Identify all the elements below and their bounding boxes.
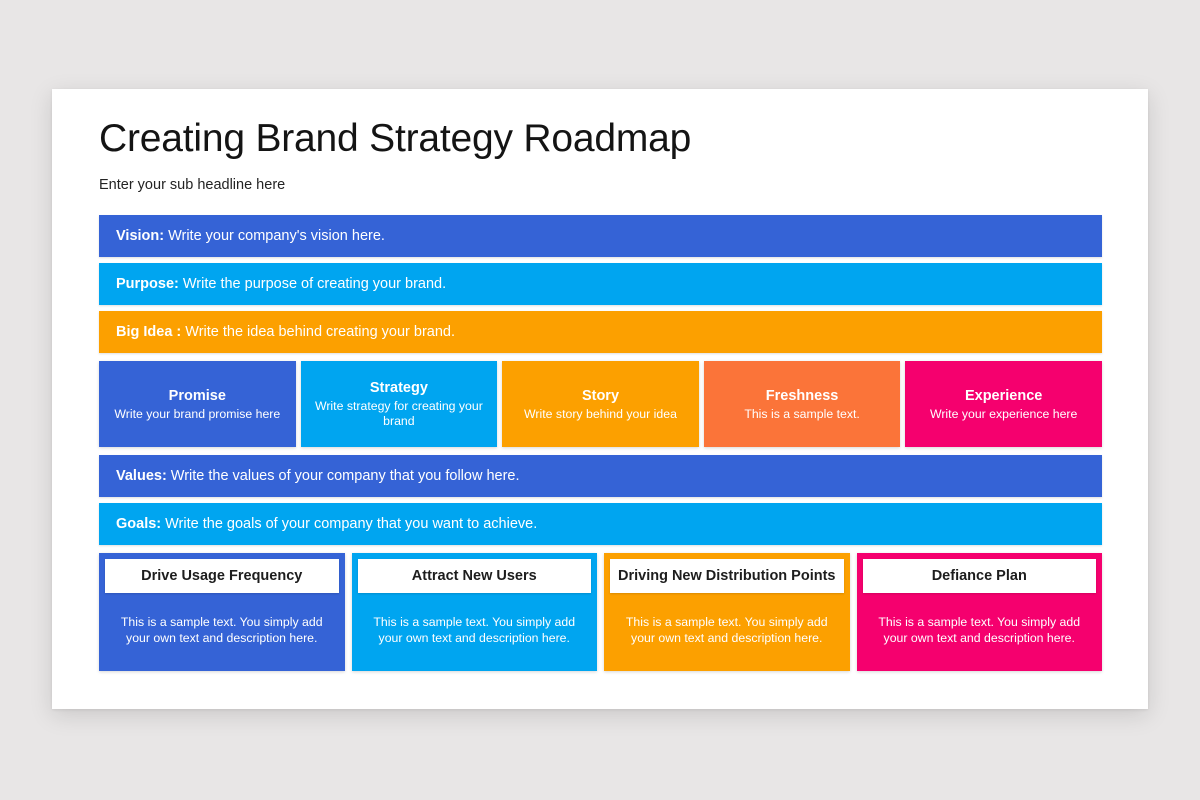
outcome-drive-usage-frequency-title: Drive Usage Frequency — [105, 559, 339, 593]
outcome-driving-new-distribution-points-body: This is a sample text. You simply add yo… — [625, 615, 828, 645]
outcome-card-defiance-plan[interactable]: Defiance Plan This is a sample text. You… — [856, 553, 1102, 671]
bottom-bars-group: Values: Write the values of your company… — [99, 455, 1102, 545]
bar-goals[interactable]: Goals: Write the goals of your company t… — [99, 503, 1102, 545]
slide-canvas: Creating Brand Strategy Roadmap Enter yo… — [52, 89, 1148, 709]
bar-goals-key: Goals: — [116, 516, 162, 532]
bar-purpose-text: Write the purpose of creating your brand… — [182, 276, 447, 292]
bar-goals-text: Write the goals of your company that you… — [165, 516, 538, 532]
bar-values-key: Values: — [116, 468, 167, 484]
bar-vision-key: Vision: — [116, 228, 165, 244]
outcome-cards-group: Drive Usage Frequency This is a sample t… — [99, 553, 1102, 671]
pillar-strategy-title: Strategy — [369, 380, 428, 396]
outcome-card-attract-new-users[interactable]: Attract New Users This is a sample text.… — [351, 553, 597, 671]
bar-big-idea-key: Big Idea : — [116, 324, 182, 340]
pillar-freshness-desc: This is a sample text. — [744, 406, 860, 421]
page-subtitle: Enter your sub headline here — [99, 177, 286, 193]
pillar-strategy-desc: Write strategy for creating your brand — [314, 399, 483, 428]
pillar-freshness-title: Freshness — [765, 387, 839, 404]
pillar-card-promise[interactable]: Promise Write your brand promise here — [99, 361, 296, 447]
pillar-card-freshness[interactable]: Freshness This is a sample text. — [703, 361, 901, 447]
pillar-story-desc: Write story behind your idea — [524, 406, 677, 421]
top-bars-group: Vision: Write your company's vision here… — [99, 215, 1102, 353]
outcome-attract-new-users-title: Attract New Users — [357, 559, 591, 593]
pillar-card-strategy[interactable]: Strategy Write strategy for creating you… — [300, 361, 498, 447]
pillar-card-experience[interactable]: Experience Write your experience here — [905, 361, 1102, 447]
pillar-experience-title: Experience — [964, 387, 1043, 404]
outcome-driving-new-distribution-points-title: Driving New Distribution Points — [610, 559, 844, 593]
pillar-story-title: Story — [581, 387, 620, 404]
bar-purpose-key: Purpose: — [116, 276, 179, 292]
outcome-card-drive-usage-frequency[interactable]: Drive Usage Frequency This is a sample t… — [99, 553, 345, 671]
outcome-defiance-plan-body: This is a sample text. You simply add yo… — [878, 615, 1081, 645]
pillar-promise-title: Promise — [168, 387, 226, 404]
outcome-defiance-plan-title: Defiance Plan — [862, 559, 1096, 593]
bar-big-idea-text: Write the idea behind creating your bran… — [185, 324, 456, 340]
outcome-card-driving-new-distribution-points[interactable]: Driving New Distribution Points This is … — [604, 553, 850, 671]
bar-values[interactable]: Values: Write the values of your company… — [99, 455, 1102, 497]
outcome-attract-new-users-body: This is a sample text. You simply add yo… — [373, 615, 576, 645]
bar-values-text: Write the values of your company that yo… — [170, 468, 520, 484]
bar-big-idea[interactable]: Big Idea : Write the idea behind creatin… — [99, 311, 1102, 353]
slide-header: Creating Brand Strategy Roadmap Enter yo… — [99, 115, 1099, 195]
pillar-promise-desc: Write your brand promise here — [114, 406, 281, 421]
bar-vision[interactable]: Vision: Write your company's vision here… — [99, 215, 1102, 257]
outcome-drive-usage-frequency-body: This is a sample text. You simply add yo… — [120, 615, 323, 645]
page-title: Creating Brand Strategy Roadmap — [99, 117, 692, 160]
pillar-cards-group: Promise Write your brand promise here St… — [99, 361, 1102, 447]
pillar-card-story[interactable]: Story Write story behind your idea — [502, 361, 699, 447]
pillar-experience-desc: Write your experience here — [929, 406, 1078, 421]
bar-vision-text: Write your company's vision here. — [168, 228, 385, 244]
roadmap-content: Vision: Write your company's vision here… — [99, 215, 1102, 671]
bar-purpose[interactable]: Purpose: Write the purpose of creating y… — [99, 263, 1102, 305]
